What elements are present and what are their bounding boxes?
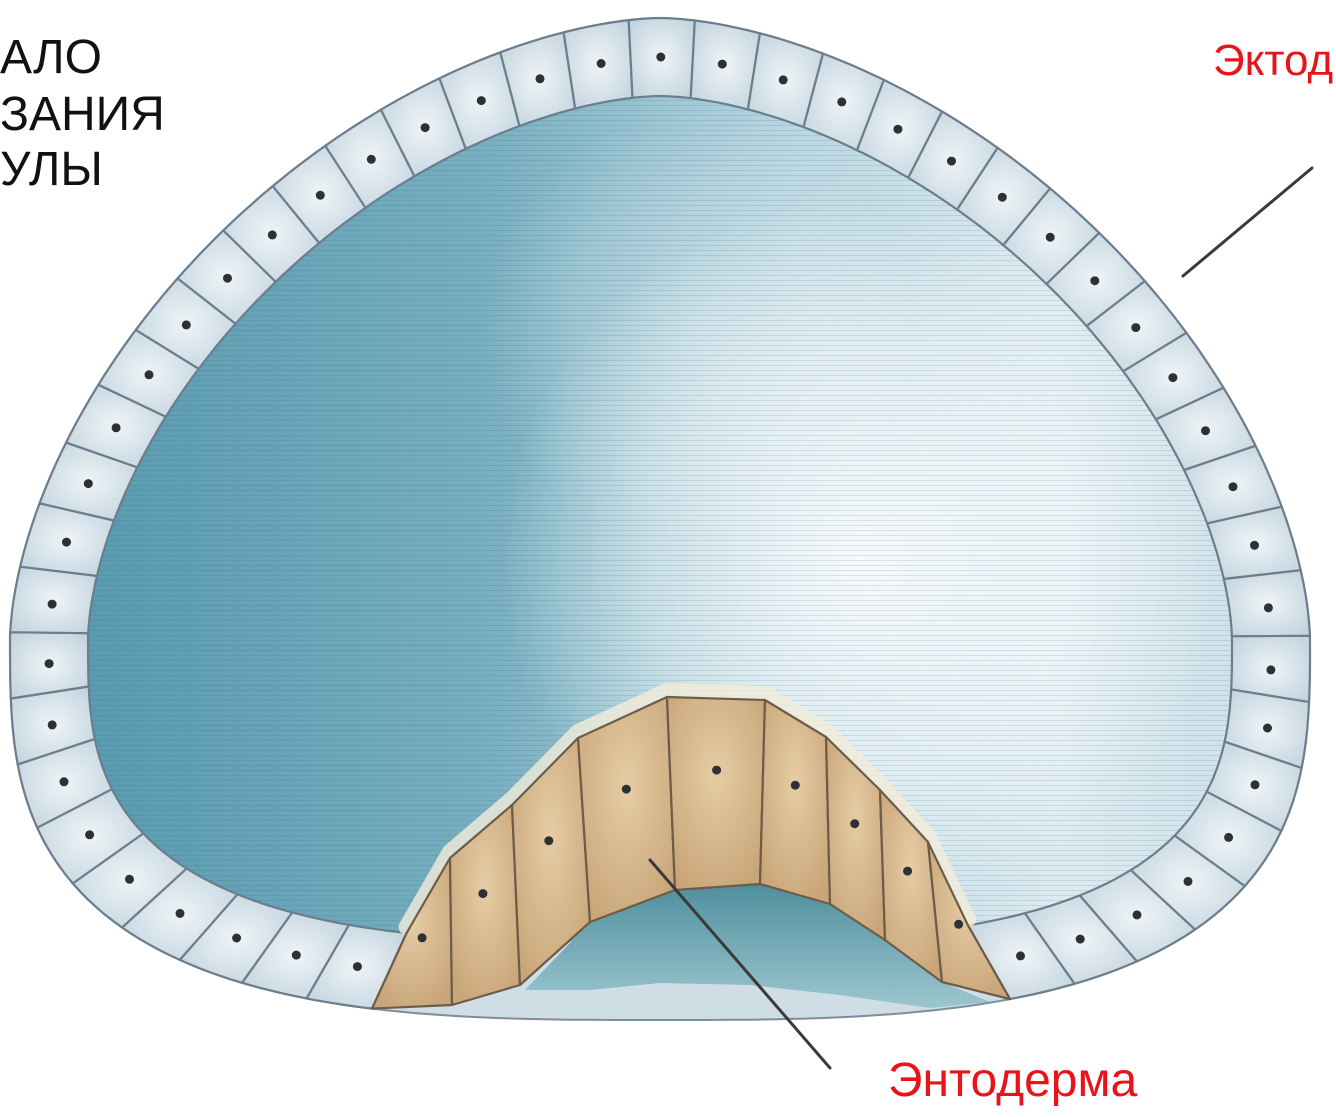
cell-nucleus <box>232 934 241 943</box>
cell-nucleus <box>1131 323 1140 332</box>
cell-nucleus <box>45 659 54 668</box>
cell-nucleus <box>1263 724 1272 733</box>
cell-nucleus <box>60 777 69 786</box>
cell-nucleus <box>112 423 121 432</box>
cell-nucleus <box>316 191 325 200</box>
cell-nucleus <box>48 720 57 729</box>
cell-nucleus <box>223 274 232 283</box>
cell-nucleus <box>837 97 846 106</box>
ectoderm-label: Эктод <box>1213 39 1333 83</box>
cell-nucleus <box>893 125 902 134</box>
ectoderm-cell <box>1224 570 1310 636</box>
cell-nucleus <box>145 370 154 379</box>
cell-nucleus <box>903 867 912 876</box>
cell-nucleus <box>1264 603 1273 612</box>
cell-nucleus <box>850 819 859 828</box>
cell-nucleus <box>84 479 93 488</box>
endoderm-cell <box>578 697 675 922</box>
cell-nucleus <box>1168 373 1177 382</box>
cell-nucleus <box>1250 541 1259 550</box>
cell-nucleus <box>1016 951 1025 960</box>
endoderm-cell <box>667 697 765 890</box>
cell-nucleus <box>1251 780 1260 789</box>
cell-nucleus <box>85 830 94 839</box>
cell-nucleus <box>268 230 277 239</box>
cell-nucleus <box>1224 833 1233 842</box>
cell-nucleus <box>418 933 427 942</box>
cell-nucleus <box>1184 877 1193 886</box>
cell-nucleus <box>718 60 727 69</box>
cell-nucleus <box>998 193 1007 202</box>
cell-nucleus <box>478 889 487 898</box>
cell-nucleus <box>477 96 486 105</box>
heading-line-3: УЛЫ <box>0 146 103 194</box>
cell-nucleus <box>125 875 134 884</box>
cell-nucleus <box>1046 233 1055 242</box>
cell-nucleus <box>779 75 788 84</box>
cell-nucleus <box>712 766 721 775</box>
cell-nucleus <box>1266 665 1275 674</box>
cell-nucleus <box>1229 482 1238 491</box>
cell-nucleus <box>544 836 553 845</box>
cell-nucleus <box>421 123 430 132</box>
cell-nucleus <box>176 909 185 918</box>
cell-nucleus <box>597 59 606 68</box>
cell-nucleus <box>536 74 545 83</box>
cell-nucleus <box>62 538 71 547</box>
cell-nucleus <box>1201 426 1210 435</box>
cell-nucleus <box>791 781 800 790</box>
cell-nucleus <box>182 320 191 329</box>
cell-nucleus <box>656 53 665 62</box>
cell-nucleus <box>48 600 57 609</box>
heading-line-2: ЗАНИЯ <box>0 91 165 139</box>
cell-nucleus <box>367 155 376 164</box>
cell-nucleus <box>1090 276 1099 285</box>
cell-nucleus <box>947 157 956 166</box>
cell-nucleus <box>353 962 362 971</box>
cell-nucleus <box>954 920 963 929</box>
cell-nucleus <box>1076 935 1085 944</box>
ectoderm-pointer-line <box>1183 168 1312 276</box>
cell-nucleus <box>622 785 631 794</box>
cell-nucleus <box>1133 910 1142 919</box>
heading-line-1: АЛО <box>0 34 102 82</box>
endoderm-label: Энтодерма <box>888 1057 1137 1105</box>
cell-nucleus <box>292 951 301 960</box>
